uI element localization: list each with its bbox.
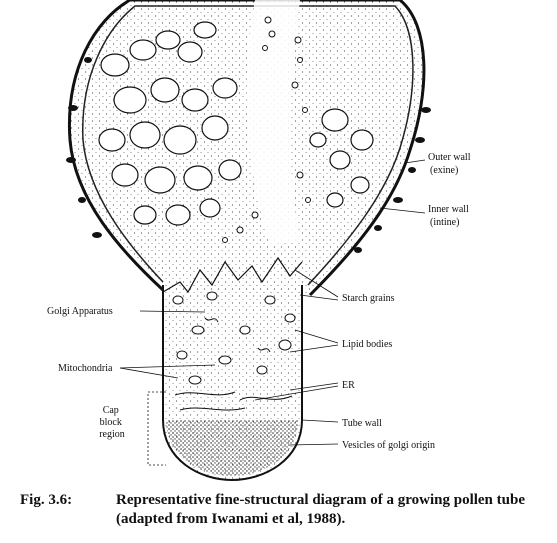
pointer-lines: [119, 159, 426, 446]
pollen-tube: [147, 256, 303, 482]
label-inner-wall-1: Inner wall: [428, 204, 469, 215]
exine-knobs: [66, 57, 431, 253]
label-cap-block-region: Cap block region: [99, 405, 125, 440]
label-tube-wall: Tube wall: [342, 418, 382, 429]
grain-small-vesicles: [222, 16, 311, 243]
label-starch-grains: Starch grains: [342, 293, 395, 304]
cytoplasm-front: [162, 256, 303, 294]
tube-organelles: [172, 291, 296, 385]
pollen-grain: [66, 0, 431, 297]
inner-wall-intine: [82, 5, 414, 286]
label-inner-wall-2: (intine): [430, 217, 459, 228]
label-golgi-apparatus: Golgi Apparatus: [47, 306, 113, 317]
label-inner-wall: Inner wall (intine): [428, 204, 471, 228]
label-vesicles: Vesicles of golgi origin: [342, 440, 435, 451]
label-er: ER: [342, 380, 355, 391]
label-outer-wall: Outer wall (exine): [428, 152, 473, 176]
cap-block-vesicles: [166, 420, 298, 476]
caption-text-1: Representative fine-structural diagram o…: [116, 492, 525, 508]
caption-text-2: (adapted from Iwanami et al, 1988).: [116, 511, 346, 527]
label-cap: Cap: [103, 405, 119, 416]
figure-caption: Fig. 3.6: Representative fine-structural …: [20, 491, 550, 529]
grain-vacuoles: [98, 21, 374, 226]
cytoplasm-streak: [246, 0, 300, 245]
cap-block-bracket: [147, 391, 166, 466]
caption-number: Fig. 3.6:: [20, 492, 73, 508]
label-region: region: [99, 429, 125, 440]
outer-wall-exine: [67, 0, 426, 297]
label-outer-wall-1: Outer wall: [428, 152, 471, 163]
label-block: block: [100, 417, 122, 428]
label-mitochondria: Mitochondria: [58, 363, 113, 374]
caption-line-1: Fig. 3.6: Representative fine-structural …: [20, 491, 550, 510]
label-outer-wall-2: (exine): [430, 165, 458, 176]
label-lipid-bodies: Lipid bodies: [342, 339, 392, 350]
